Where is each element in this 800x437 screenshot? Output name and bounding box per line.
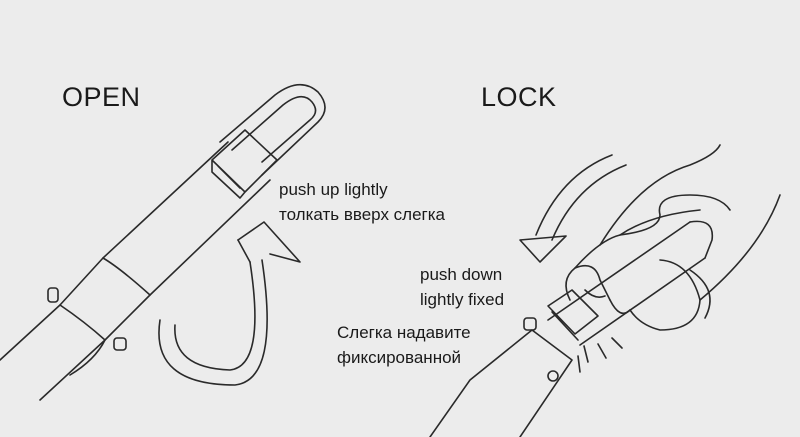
lock-caption-line1: push down — [420, 265, 503, 284]
open-handle-lower — [0, 304, 106, 401]
lock-tube — [547, 221, 706, 346]
open-caption: push up lightly толкать вверх слегка — [279, 177, 445, 227]
lock-u-loop — [689, 220, 714, 259]
lock-caption-line2: lightly fixed — [420, 290, 505, 309]
open-knob-bottom — [113, 337, 127, 351]
open-knob-left — [47, 287, 59, 303]
open-slider-clip — [211, 129, 278, 199]
open-caption-ru: толкать вверх слегка — [279, 205, 446, 224]
lock-caption-line4: фиксированной — [337, 348, 462, 367]
lock-knob-small — [523, 317, 537, 331]
lock-mechanism — [429, 220, 714, 437]
curved-up-arrow-icon — [158, 221, 301, 386]
open-title: OPEN — [62, 82, 141, 112]
lock-title: LOCK — [481, 82, 557, 112]
open-tube — [102, 141, 271, 296]
hand-icon — [565, 144, 781, 331]
open-u-loop — [219, 83, 326, 176]
open-lock-mechanism — [0, 83, 326, 401]
lock-caption-line3: Слегка надавите — [337, 323, 471, 342]
curved-down-arrow-icon — [519, 154, 627, 263]
lock-knob — [547, 370, 559, 382]
open-caption-en: push up lightly — [279, 180, 388, 199]
lock-caption-en: push down lightly fixed — [420, 262, 504, 312]
open-u-loop-inner — [231, 95, 317, 163]
lock-slider-clip — [547, 289, 599, 341]
lock-caption-ru: Слегка надавите фиксированной — [337, 320, 471, 370]
lock-handle-body — [429, 329, 573, 437]
open-handle-body — [59, 257, 151, 341]
